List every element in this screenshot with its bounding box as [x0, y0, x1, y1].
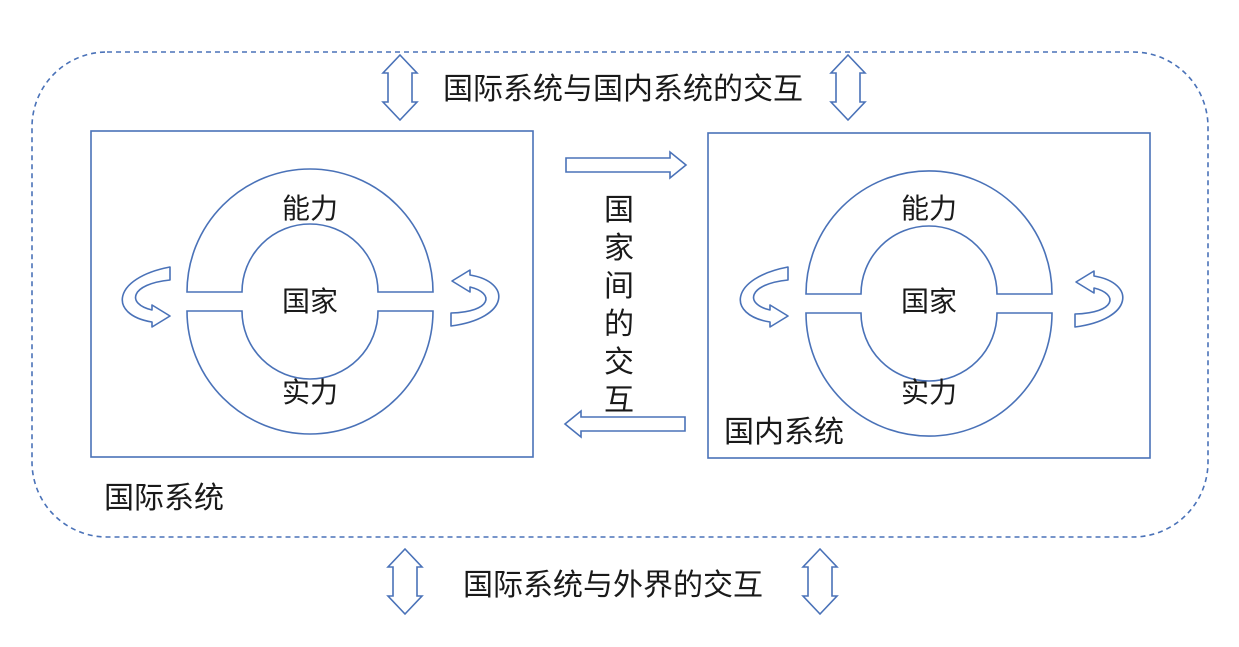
right-state-label: 国家 — [900, 285, 958, 318]
left-state-box — [90, 130, 534, 458]
bottom-left-double-arrow — [386, 547, 424, 616]
between-states-char: 间 — [604, 269, 634, 304]
right-state-box — [707, 132, 1151, 459]
bottom-interaction-label: 国际系统与外界的交互 — [463, 568, 763, 603]
domestic-system-label: 国内系统 — [724, 415, 844, 450]
international-system-label: 国际系统 — [104, 481, 224, 516]
between-states-char: 互 — [604, 383, 634, 418]
left-rotate-arrow-inner — [450, 269, 500, 327]
international-system-boundary — [31, 51, 1209, 538]
left-rotate-arrow-outer — [121, 266, 171, 328]
top-interaction-label: 国际系统与国内系统的交互 — [443, 72, 803, 107]
right-ring — [805, 170, 1053, 437]
right-rotate-arrow-inner — [1074, 270, 1124, 328]
top-left-double-arrow — [381, 53, 419, 122]
arrow-to-international — [563, 409, 686, 439]
right-strength-label: 实力 — [900, 376, 958, 409]
between-states-char: 家 — [604, 231, 634, 266]
left-strength-label: 实力 — [281, 376, 339, 409]
between-states-char: 国 — [604, 193, 634, 228]
left-ring — [186, 168, 434, 435]
right-rotate-arrow-outer — [739, 266, 789, 328]
between-states-label: 国 家 间 的 交 互 — [602, 192, 636, 420]
right-ability-label: 能力 — [900, 192, 958, 225]
left-ability-label: 能力 — [281, 192, 339, 225]
top-right-double-arrow — [829, 53, 867, 122]
arrow-to-domestic — [565, 150, 688, 180]
between-states-char: 交 — [604, 345, 634, 380]
between-states-char: 的 — [604, 307, 634, 342]
left-state-label: 国家 — [281, 285, 339, 318]
bottom-right-double-arrow — [801, 547, 839, 616]
